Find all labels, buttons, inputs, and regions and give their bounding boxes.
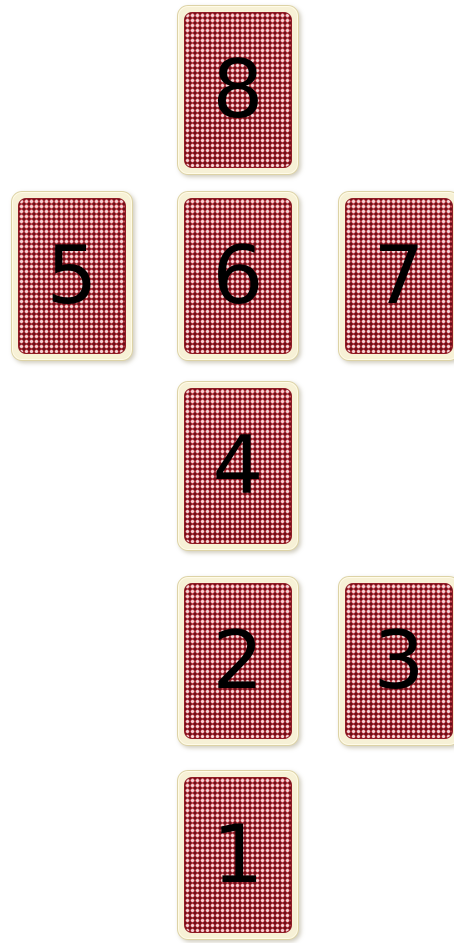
card-number-label: 5 [47, 236, 98, 316]
card-back-pattern: 1 [184, 777, 292, 933]
card-back-pattern: 2 [184, 583, 292, 739]
card-number-label: 1 [213, 815, 264, 895]
card-position-8[interactable]: 8 [177, 5, 299, 175]
card-back-pattern: 6 [184, 198, 292, 354]
card-number-label: 4 [213, 426, 264, 506]
card-position-4[interactable]: 4 [177, 381, 299, 551]
card-position-6[interactable]: 6 [177, 191, 299, 361]
card-position-3[interactable]: 3 [338, 576, 454, 746]
card-position-1[interactable]: 1 [177, 770, 299, 940]
card-number-label: 2 [213, 621, 264, 701]
card-position-7[interactable]: 7 [338, 191, 454, 361]
card-number-label: 6 [213, 236, 264, 316]
card-number-label: 3 [374, 621, 425, 701]
card-back-pattern: 5 [18, 198, 126, 354]
card-number-label: 8 [213, 50, 264, 130]
card-position-2[interactable]: 2 [177, 576, 299, 746]
card-number-label: 7 [374, 236, 425, 316]
card-back-pattern: 4 [184, 388, 292, 544]
card-back-pattern: 7 [345, 198, 453, 354]
card-back-pattern: 3 [345, 583, 453, 739]
card-back-pattern: 8 [184, 12, 292, 168]
card-position-5[interactable]: 5 [11, 191, 133, 361]
